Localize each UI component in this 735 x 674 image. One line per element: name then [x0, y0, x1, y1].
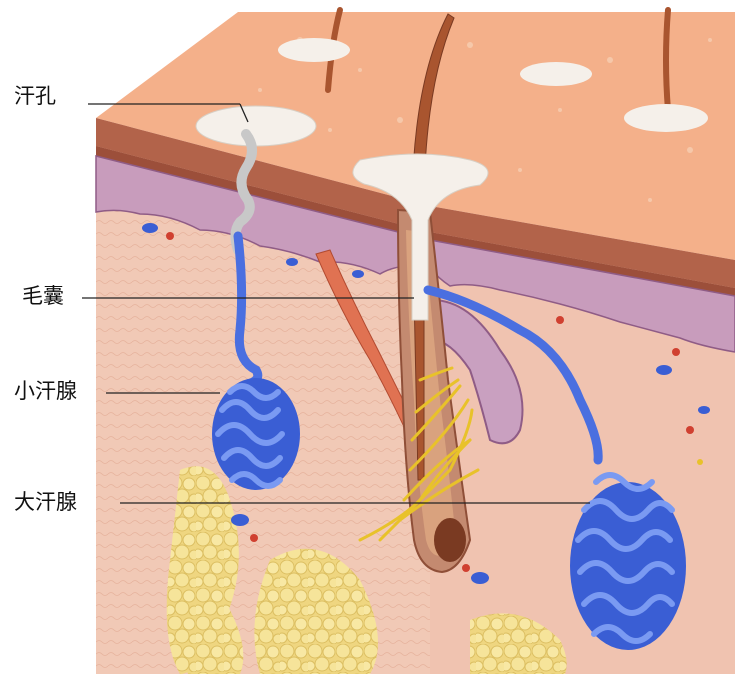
fat-lobule-icon	[176, 579, 244, 674]
basal-layer-front	[95, 155, 431, 275]
gland-coil-icon	[570, 472, 686, 650]
sweat-pore-icon	[195, 105, 317, 147]
fat-lobule-icon	[470, 613, 567, 674]
blood-vessels	[142, 223, 710, 584]
surface-pore	[624, 104, 708, 132]
surface-pore	[278, 38, 350, 62]
gland-coil-icon	[212, 378, 300, 490]
follicle-opening	[352, 153, 489, 321]
epidermis-side-dark	[430, 232, 735, 296]
leader-line-pore-2	[239, 103, 249, 123]
sebaceous-gland	[431, 298, 524, 445]
epidermis-side	[430, 206, 735, 288]
basal-layer-side	[429, 239, 735, 353]
surface-pore	[520, 62, 592, 86]
label-sweat-pore: 汗孔	[14, 84, 56, 108]
label-apocrine-gland: 大汗腺	[14, 490, 77, 514]
label-hair-follicle: 毛囊	[22, 284, 64, 308]
apocrine-duct	[423, 285, 603, 465]
eccrine-duct	[230, 129, 257, 255]
epidermis-front-dark	[96, 146, 430, 240]
leader-lines	[82, 103, 590, 504]
eccrine-duct	[233, 231, 263, 389]
label-eccrine-gland: 小汗腺	[14, 379, 77, 403]
fat-lobules	[166, 466, 567, 674]
hair-shaft-icon	[663, 7, 671, 113]
epidermis-front	[96, 118, 430, 232]
hair-bulb	[434, 518, 466, 562]
fat-lobule-icon	[254, 548, 378, 674]
nerve-icon	[358, 366, 480, 542]
surface-texture	[258, 37, 712, 202]
